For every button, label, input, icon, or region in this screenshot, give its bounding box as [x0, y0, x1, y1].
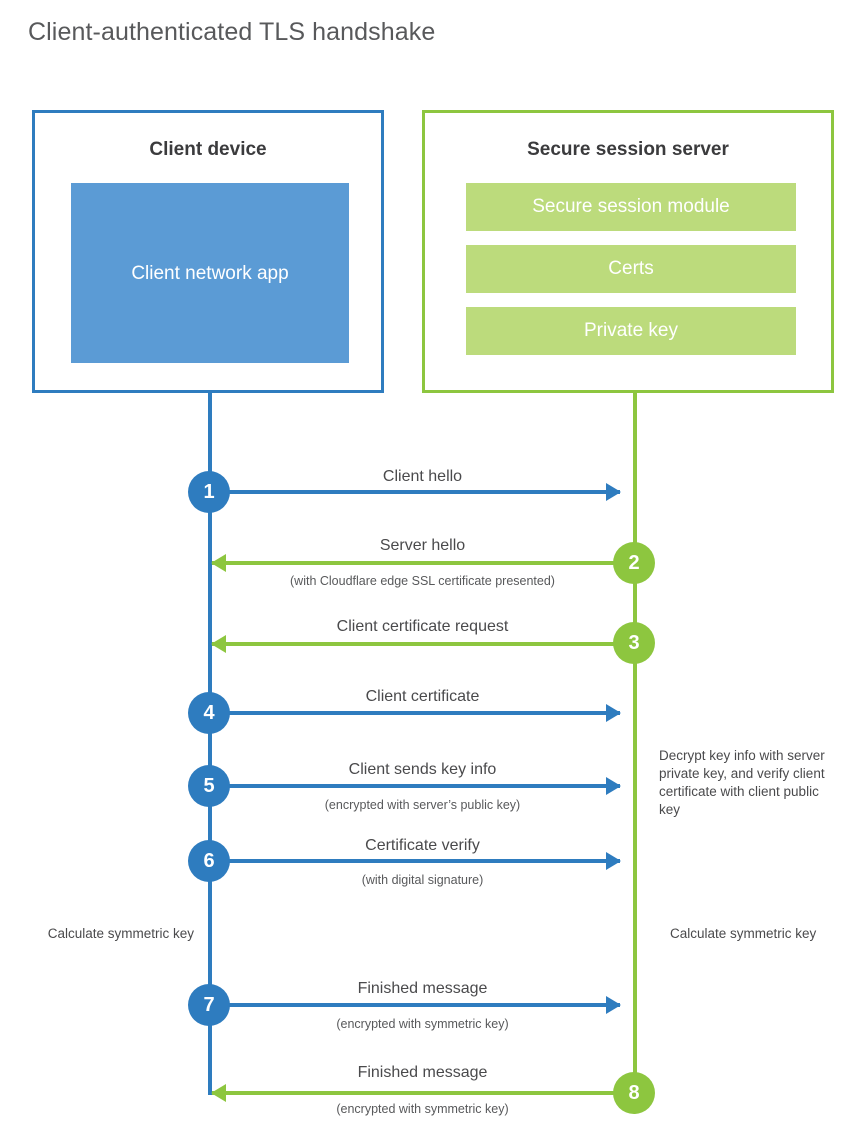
- step-5-sublabel: (encrypted with server’s public key): [324, 798, 521, 812]
- server-lifeline: [633, 393, 637, 1093]
- secure-session-server-box: Secure session server Secure session mod…: [422, 110, 834, 393]
- step-6-circle: 6: [188, 840, 230, 882]
- step-5-arrow: [210, 777, 621, 795]
- step-7-sublabel: (encrypted with symmetric key): [336, 1017, 509, 1031]
- client-device-box: Client device Client network app: [32, 110, 384, 393]
- step-1-arrow: [210, 483, 621, 501]
- step-7-label: Finished message: [357, 980, 488, 997]
- step-6-label: Certificate verify: [365, 837, 480, 854]
- step-7-circle: 7: [188, 984, 230, 1026]
- step-7-arrow: [210, 996, 621, 1014]
- server-module-private-key: Private key: [466, 307, 796, 355]
- page-title: Client-authenticated TLS handshake: [28, 18, 436, 46]
- step-6-sublabel: (with digital signature): [361, 873, 484, 887]
- step-8-circle: 8: [613, 1072, 655, 1114]
- step-8-sublabel: (encrypted with symmetric key): [336, 1102, 509, 1116]
- step-6-arrow: [210, 852, 621, 870]
- client-device-title: Client device: [149, 139, 267, 160]
- secure-session-server-title: Secure session server: [527, 139, 729, 160]
- step-1-label: Client hello: [382, 468, 463, 485]
- server-module-secure-session-module: Secure session module: [466, 183, 796, 231]
- step-3-label: Client certificate request: [336, 618, 509, 635]
- step-2-arrow: [211, 554, 635, 572]
- server-calculate-symmetric-key-note: Calculate symmetric key: [670, 926, 817, 941]
- step-5-circle: 5: [188, 765, 230, 807]
- client-lifeline: [208, 393, 212, 1095]
- step-8-label: Finished message: [357, 1064, 488, 1081]
- step-5-label: Client sends key info: [348, 761, 497, 778]
- client-calculate-symmetric-key-note: Calculate symmetric key: [47, 926, 194, 941]
- server-module-certs: Certs: [466, 245, 796, 293]
- step-3-circle: 3: [613, 622, 655, 664]
- step-4-arrow: [210, 704, 621, 722]
- step-3-arrow: [211, 635, 635, 653]
- step-2-circle: 2: [613, 542, 655, 584]
- step-2-label: Server hello: [379, 537, 466, 554]
- step-2-sublabel: (with Cloudflare edge SSL certificate pr…: [290, 574, 555, 588]
- step-4-circle: 4: [188, 692, 230, 734]
- step-4-label: Client certificate: [365, 688, 480, 705]
- server-module-list: Secure session module Certs Private key: [466, 183, 796, 355]
- server-decrypt-annotation: Decrypt key info with server private key…: [659, 748, 825, 817]
- step-8-arrow: [211, 1084, 635, 1102]
- step-1-circle: 1: [188, 471, 230, 513]
- client-network-app-block: Client network app: [71, 183, 349, 363]
